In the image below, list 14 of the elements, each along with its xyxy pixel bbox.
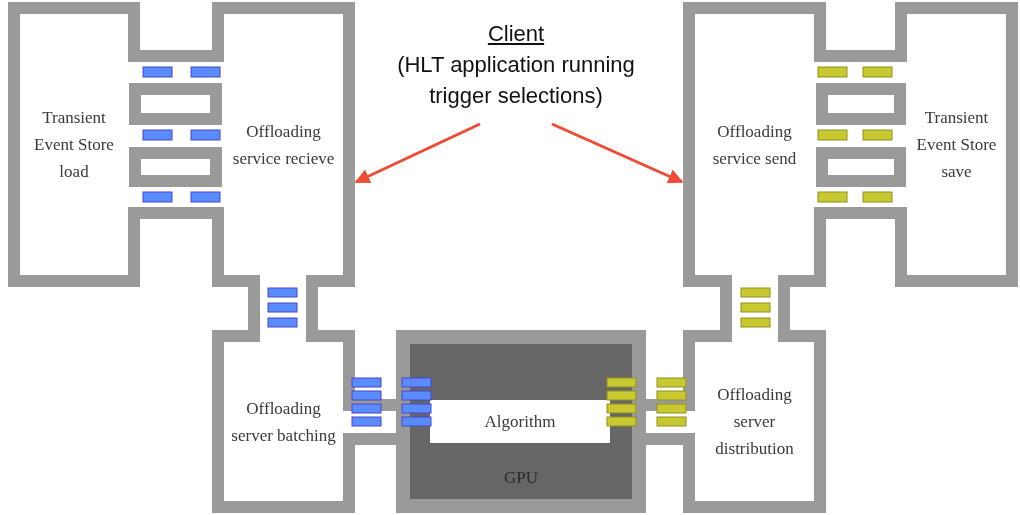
chamber-label: Offloading service recieve	[231, 120, 336, 170]
gpu-label: GPU	[503, 467, 539, 489]
gpu-box	[396, 330, 646, 513]
chamber-label: Transient Event Store save	[915, 107, 998, 183]
client-description: (HLT application running trigger selections)	[396, 50, 636, 110]
chamber-label: Offloading service send	[711, 120, 798, 170]
algorithm-label: Algorithm	[484, 411, 556, 433]
client-heading: Client	[487, 19, 545, 48]
algorithm-box	[430, 400, 610, 443]
chamber-label: Offloading server distribution	[714, 384, 795, 460]
arrow	[551, 122, 684, 184]
chamber-label: Offloading server batching	[230, 397, 337, 447]
chamber-label: Transient Event Store load	[33, 107, 115, 183]
arrow	[354, 122, 481, 184]
